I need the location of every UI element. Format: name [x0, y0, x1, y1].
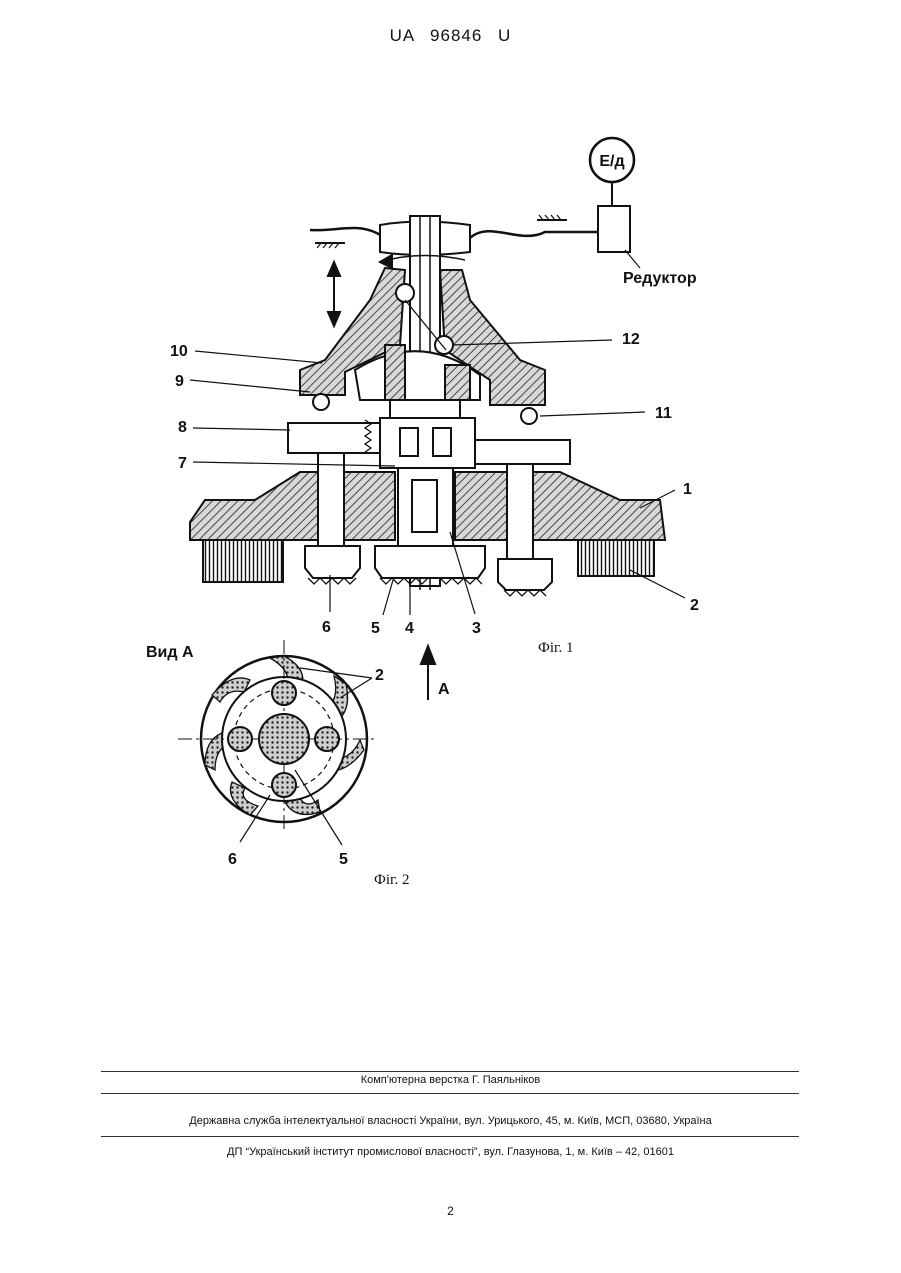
- centre-cutter: [259, 714, 309, 764]
- footer-rule-2: [101, 1093, 799, 1094]
- layout-credit: Комп'ютерна верстка Г. Паяльніков: [0, 1074, 901, 1086]
- main-body: [190, 472, 395, 540]
- brush-left: [203, 540, 283, 582]
- figure-1: [190, 138, 685, 700]
- callout-7: 7: [178, 455, 187, 472]
- callout-8: 8: [178, 419, 187, 436]
- institute-address: ДП “Український інститут промислової вла…: [0, 1146, 901, 1158]
- view-arrow-label: А: [438, 681, 450, 698]
- callout-10: 10: [170, 343, 188, 360]
- callout-12: 12: [622, 331, 640, 348]
- callout-3: 3: [472, 620, 481, 637]
- figure-2-caption: Фіг. 2: [374, 872, 409, 888]
- fig2-callout-2: 2: [375, 667, 384, 684]
- footer-rule-1: [101, 1071, 799, 1072]
- callout-9: 9: [175, 373, 184, 390]
- page-number: 2: [0, 1204, 901, 1218]
- agency-address: Державна служба інтелектуальної власност…: [0, 1115, 901, 1127]
- footer-rule-3: [101, 1136, 799, 1137]
- fig2-callout-6: 6: [228, 851, 237, 868]
- planet-gear-right: [470, 440, 570, 464]
- figure-2-title: Вид А: [146, 644, 194, 661]
- cutter-center: [375, 546, 485, 578]
- callout-4: 4: [405, 620, 414, 637]
- figure-1-caption: Фіг. 1: [538, 640, 573, 656]
- callout-6: 6: [322, 619, 331, 636]
- gearbox-label: Редуктор: [623, 270, 697, 287]
- cutter-left: [305, 546, 360, 578]
- callout-1: 1: [683, 481, 692, 498]
- brush-right: [578, 540, 654, 576]
- callout-2: 2: [690, 597, 699, 614]
- cutter-right: [498, 559, 552, 590]
- gearbox-box: [598, 206, 630, 252]
- motor-label: Е/д: [599, 153, 624, 170]
- fig2-callout-5: 5: [339, 851, 348, 868]
- callout-11: 11: [655, 405, 672, 422]
- callout-5: 5: [371, 620, 380, 637]
- figure-2: [178, 640, 378, 845]
